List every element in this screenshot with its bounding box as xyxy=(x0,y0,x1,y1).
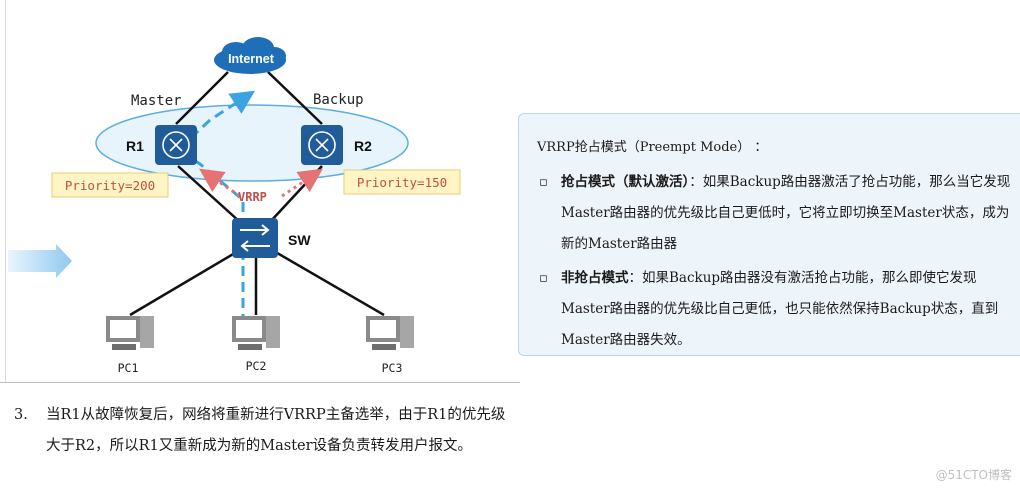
watermark: @51CTO博客 xyxy=(935,468,1012,482)
step-number: 3. xyxy=(14,407,28,423)
internet-cloud-icon xyxy=(214,37,286,74)
non-preempt-item-bold: 非抢占模式 xyxy=(561,270,629,286)
r2-priority-box xyxy=(343,169,461,195)
internet-label: Internet xyxy=(228,52,275,66)
preempt-item-text: ：如果Backup路由器激活了抢占功能，那么当它发现Master路由器的优先级比… xyxy=(561,174,1011,252)
r2-label: R2 xyxy=(354,138,372,154)
backup-label: Backup xyxy=(313,92,364,108)
link-sw-pc3 xyxy=(271,248,385,317)
preempt-item: 抢占模式（默认激活）：如果Backup路由器激活了抢占功能，那么当它发现Mast… xyxy=(561,167,1011,260)
non-preempt-item: 非抢占模式：如果Backup路由器没有激活抢占功能，那么即使它发现Master路… xyxy=(561,263,1011,356)
bullet-icon: ▫ xyxy=(539,175,548,190)
r1-label: R1 xyxy=(126,138,144,154)
step-text: 当R1从故障恢复后，网络将重新进行VRRP主备选举，由于R1的优先级大于R2，所… xyxy=(46,407,506,454)
link-internet-r2 xyxy=(267,71,323,125)
link-internet-r1 xyxy=(175,71,229,125)
vrrp-topology-diagram: Internet Master Backup R1 R2 Priority=20… xyxy=(8,37,461,375)
vrrp-arrow-to-r1 xyxy=(199,168,241,198)
non-preempt-item-text: ：如果Backup路由器没有激活抢占功能，那么即使它发现Master路由器的优先… xyxy=(561,270,999,348)
vrrp-label: VRRP xyxy=(238,190,267,204)
r2-priority-text: Priority=150 xyxy=(357,175,447,190)
pc3-label: PC3 xyxy=(382,361,403,375)
pc2-label: PC2 xyxy=(246,359,267,373)
link-sw-pc1 xyxy=(129,248,241,317)
switch-icon xyxy=(232,218,278,258)
master-label: Master xyxy=(131,93,182,109)
vrrp-arrow-to-r2 xyxy=(281,168,323,198)
router-r2-icon xyxy=(301,125,343,165)
panel-title: VRRP抢占模式（Preempt Mode） ： xyxy=(537,140,768,155)
link-r1-sw xyxy=(177,165,241,223)
pc1-label: PC1 xyxy=(118,361,139,375)
bullet-icon: ▫ xyxy=(539,271,548,286)
pc2-icon xyxy=(232,316,280,350)
preempt-item-bold: 抢占模式（默认激活） xyxy=(561,174,690,190)
pc1-icon xyxy=(106,316,154,350)
pc3-icon xyxy=(366,316,414,350)
preempt-mode-panel: VRRP抢占模式（Preempt Mode） ： ▫ 抢占模式（默认激活）：如果… xyxy=(518,113,1020,356)
router-r1-icon xyxy=(155,125,197,165)
switch-label: SW xyxy=(288,232,311,248)
side-arrow-shape xyxy=(8,244,72,278)
left-rule xyxy=(5,0,6,382)
section-divider xyxy=(0,382,520,383)
r1-priority-box xyxy=(51,172,169,198)
r1-priority-text: Priority=200 xyxy=(65,178,155,193)
